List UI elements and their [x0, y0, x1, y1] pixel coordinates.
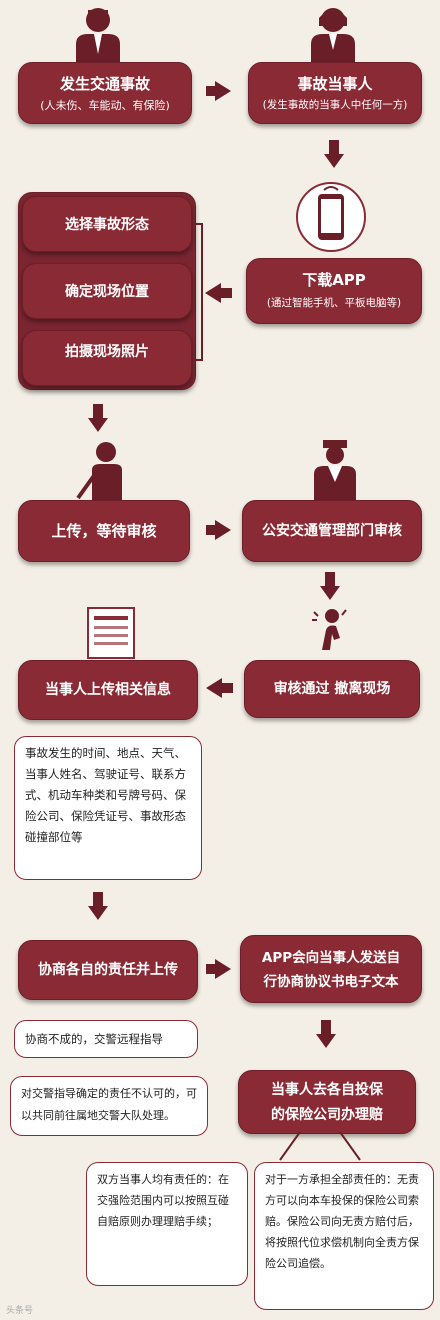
arrow-down-1-stem [329, 140, 339, 154]
arrow-down-2 [88, 418, 108, 432]
fail-note-text: 协商不成的，交警远程指导 [25, 1032, 163, 1046]
police-review-box: 公安交通管理部门审核 [242, 500, 422, 562]
claim-line2: 的保险公司办理赔 [271, 1107, 383, 1123]
branch-lines [279, 1131, 361, 1161]
app-send-line1: APP会向当事人发送自 [261, 950, 401, 966]
arrow-down-4-stem [93, 892, 103, 906]
arrow-down-1 [324, 154, 344, 168]
police-review-title: 公安交通管理部门审核 [262, 523, 402, 539]
police-officer-icon [314, 440, 356, 500]
one-liable-text: 对于一方承担全部责任的：无责方可以向本车投保的保险公司索赔。保险公司向无责方赔付… [265, 1173, 419, 1270]
info-details-text: 事故发生的时间、地点、天气、当事人姓名、驾驶证号、联系方式、机动车种类和号牌号码… [25, 746, 186, 844]
upload-wait-box: 上传，等待审核 [18, 500, 190, 562]
claim-box: 当事人去各自投保 的保险公司办理赔 [238, 1070, 416, 1134]
arrow-down-3-stem [325, 572, 335, 586]
arrow-left-1 [205, 283, 221, 303]
bracket-line [194, 223, 203, 361]
one-liable-box: 对于一方承担全部责任的：无责方可以向本车投保的保险公司索赔。保险公司向无责方赔付… [254, 1162, 434, 1310]
fail-note-box: 协商不成的，交警远程指导 [14, 1020, 198, 1058]
disagree-note-text: 对交警指导确定的责任不认可的，可以共同前往属地交警大队处理。 [21, 1087, 197, 1122]
arrow-left-1-stem [220, 288, 232, 298]
step-accident-title: 发生交通事故 [59, 75, 150, 93]
arrow-right-2-stem [206, 525, 216, 535]
arrow-left-2 [206, 678, 222, 698]
app-send-line2: 行协商协议书电子文本 [263, 974, 399, 990]
step-accident-box: 发生交通事故 (人未伤、车能动、有保险) [18, 62, 192, 124]
arrow-down-3 [320, 586, 340, 600]
arrow-down-5 [316, 1034, 336, 1048]
info-upload-box: 当事人上传相关信息 [18, 660, 198, 720]
approved-title: 审核通过 撤离现场 [273, 681, 391, 697]
both-liable-text: 双方当事人均有责任的：在交强险范围内可以按照互碰自赔原则办理理赔手续； [97, 1173, 229, 1228]
arrow-right-3-stem [206, 964, 216, 974]
arrow-down-4 [88, 906, 108, 920]
watermark: 头条号 [6, 1306, 34, 1316]
step-party-title: 事故当事人 [297, 75, 373, 93]
approved-box: 审核通过 撤离现场 [244, 660, 420, 718]
arrow-down-2-stem [93, 404, 103, 418]
download-app-title: 下载APP [302, 271, 366, 289]
info-upload-title: 当事人上传相关信息 [45, 682, 171, 698]
arrow-right-1 [215, 81, 231, 101]
choice-type-box: 选择事故形态 [22, 196, 192, 252]
choice-location-box: 确定现场位置 [22, 263, 192, 319]
arrow-left-2-stem [221, 683, 233, 693]
download-app-sub: (通过智能手机、平板电脑等) [266, 297, 402, 309]
choice-type-label: 选择事故形态 [65, 217, 149, 233]
document-icon [87, 607, 135, 659]
choice-photo-box: 拍摄现场照片 [22, 330, 192, 386]
running-person-icon [312, 609, 347, 650]
step-party-sub: (发生事故的当事人中任何一方) [262, 99, 408, 111]
arrow-right-1-stem [206, 86, 216, 96]
download-app-box: 下载APP (通过智能手机、平板电脑等) [246, 258, 422, 324]
choice-photo-label: 拍摄现场照片 [65, 344, 149, 360]
step-party-box: 事故当事人 (发生事故的当事人中任何一方) [248, 62, 422, 124]
arrow-right-3 [215, 959, 231, 979]
claim-line1: 当事人去各自投保 [271, 1082, 383, 1098]
arrow-right-2 [215, 520, 231, 540]
disagree-note-box: 对交警指导确定的责任不认可的，可以共同前往属地交警大队处理。 [10, 1076, 208, 1136]
person-phone-icon [76, 442, 122, 500]
arrow-down-5-stem [321, 1020, 331, 1034]
negotiate-box: 协商各自的责任并上传 [18, 940, 198, 1000]
phone-icon [296, 182, 366, 252]
negotiate-title: 协商各自的责任并上传 [38, 962, 178, 978]
app-send-box: APP会向当事人发送自 行协商协议书电子文本 [240, 935, 422, 1003]
info-details-box: 事故发生的时间、地点、天气、当事人姓名、驾驶证号、联系方式、机动车种类和号牌号码… [14, 736, 202, 880]
upload-wait-title: 上传，等待审核 [51, 522, 157, 540]
choice-location-label: 确定现场位置 [65, 284, 149, 300]
step-accident-sub: (人未伤、车能动、有保险) [40, 99, 170, 112]
both-liable-box: 双方当事人均有责任的：在交强险范围内可以按照互碰自赔原则办理理赔手续； [86, 1162, 248, 1286]
